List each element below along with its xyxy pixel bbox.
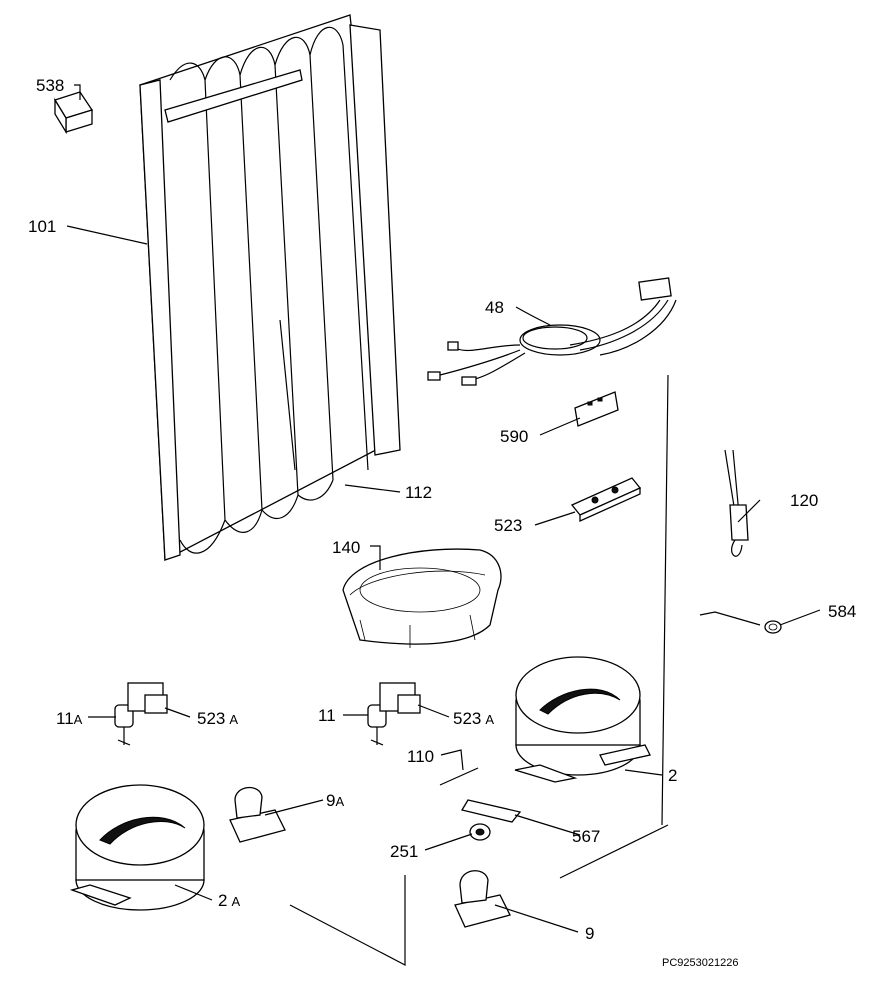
- label-584: 584: [828, 602, 856, 621]
- label-120: 120: [790, 491, 818, 510]
- part-567-plate: [460, 799, 522, 823]
- part-2a-compressor: [69, 784, 205, 911]
- label-567: 567: [572, 827, 600, 846]
- label-140: 140: [332, 538, 360, 557]
- label-251: 251: [390, 842, 418, 861]
- label-590: 590: [500, 427, 528, 446]
- part-584-sensor: [699, 611, 782, 634]
- part-11-relay: [367, 682, 421, 746]
- part-251-nut: [469, 823, 491, 841]
- label-11: 11: [318, 706, 336, 725]
- label-48: 48: [485, 298, 504, 317]
- part-11a-relay: [114, 682, 168, 746]
- label-538: 538: [36, 76, 64, 95]
- leader-lines: [66, 84, 821, 933]
- part-140-drip-tray: [342, 548, 502, 648]
- label-9a: 9A: [326, 791, 344, 810]
- part-2-compressor: [514, 656, 651, 783]
- label-9: 9: [585, 924, 594, 943]
- part-48-wiring-harness: [427, 277, 677, 386]
- part-590-plate: [574, 391, 619, 427]
- part-9-mount: [454, 870, 511, 928]
- label-523: 523: [494, 516, 522, 535]
- label-112: 112: [405, 483, 432, 502]
- part-9a-mount: [229, 786, 286, 843]
- label-2: 2: [668, 766, 677, 785]
- part-110-rod: [439, 767, 479, 786]
- part-523-bracket: [570, 477, 642, 523]
- part-120-sensor: [724, 449, 749, 557]
- condenser-part: [139, 14, 401, 562]
- label-11a: 11A: [56, 709, 83, 728]
- reference-code: PC9253021226: [662, 957, 738, 969]
- label-101: 101: [28, 217, 56, 236]
- label-110: 110: [407, 747, 434, 766]
- cabinet-outline: [289, 374, 669, 966]
- part-538-connector: [54, 91, 94, 135]
